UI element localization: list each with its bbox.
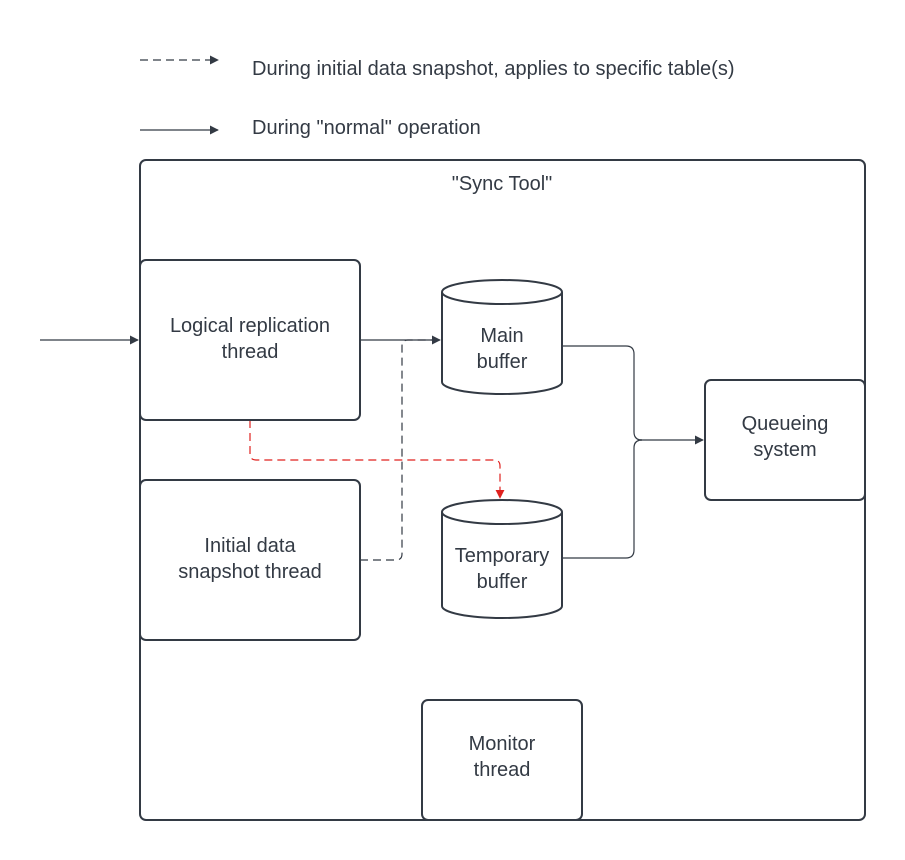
temporary-buffer-cylinder-body [441,512,563,619]
main-buffer-label-line1: Main [480,325,523,347]
logical-replication-label-line1: Logical replication [170,315,330,337]
temporary-buffer-cylinder-top [441,499,563,525]
main-buffer-cylinder-body [441,292,563,395]
initial-snapshot-label-line2: snapshot thread [178,561,321,583]
edge-main-buffer-to-merge [562,345,643,441]
monitor-thread-box [421,699,583,821]
temporary-buffer-label-line2: buffer [477,571,528,593]
node-logical-replication-thread: Logical replication thread [139,259,361,421]
edge-logical-replication-to-temporary-buffer [249,420,505,499]
logical-replication-label-line2: thread [222,341,279,363]
legend: During initial data snapshot, applies to… [140,55,734,139]
node-queueing-system: Queueing system [704,379,866,501]
node-initial-snapshot-thread: Initial data snapshot thread [139,479,361,641]
initial-snapshot-box [139,479,361,641]
legend-solid-label: During "normal" operation [252,117,481,139]
logical-replication-box [139,259,361,421]
node-monitor-thread: Monitor thread [421,699,583,821]
queueing-system-label-line2: system [753,439,816,461]
node-temporary-buffer: Temporary buffer [441,499,563,619]
edge-temporary-buffer-to-merge [562,439,643,559]
monitor-thread-label-line2: thread [474,759,531,781]
legend-dashed-label: During initial data snapshot, applies to… [252,58,734,80]
queueing-system-label-line1: Queueing [742,413,829,435]
edges [40,335,704,561]
initial-snapshot-label-line1: Initial data [204,535,296,557]
sync-tool-title: "Sync Tool" [452,173,553,195]
monitor-thread-label-line1: Monitor [469,733,536,755]
main-buffer-cylinder-top [441,279,563,305]
edge-initial-snapshot-to-main-buffer [360,339,440,561]
node-main-buffer: Main buffer [441,279,563,395]
main-buffer-label-line2: buffer [477,351,528,373]
queueing-system-box [704,379,866,501]
temporary-buffer-label-line1: Temporary [455,545,549,567]
